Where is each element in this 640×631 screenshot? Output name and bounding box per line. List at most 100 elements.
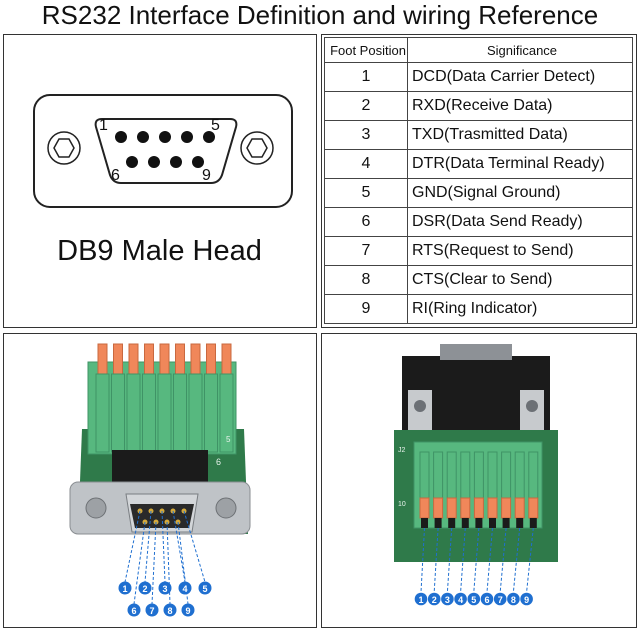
pin-number-badge: [118, 581, 132, 595]
terminal-slot: [95, 373, 110, 453]
pin-number-label: 5: [471, 595, 476, 605]
pin-leader-line: [183, 510, 206, 583]
pin-leader-line: [420, 527, 425, 593]
pin-label-6: 6: [111, 167, 120, 184]
right-mounting-screw: [240, 131, 274, 165]
pin-number-badge: [441, 592, 454, 606]
foot-position-cell: 3: [324, 120, 408, 150]
pin-leader-line: [172, 510, 186, 583]
pin-leader-line: [433, 527, 439, 593]
pin-number-badge: [507, 592, 520, 606]
pin-number-badge: [138, 581, 152, 595]
connector-body: [112, 450, 208, 486]
header-foot-position: Foot Position: [324, 37, 408, 63]
foot-position-cell: 8: [324, 265, 408, 295]
pin-number-label: 5: [202, 584, 207, 594]
pin-leader-line: [177, 521, 189, 605]
pin-number-badge: [480, 592, 494, 606]
pin-number-badge: [427, 592, 441, 606]
board-label-10: 10: [398, 501, 406, 508]
orange-lever: [528, 497, 539, 519]
pin-leader-line: [133, 521, 146, 605]
pin-number-label: 3: [445, 595, 450, 605]
pin-number-label: 8: [511, 595, 516, 605]
pin-number-label: 9: [185, 606, 190, 616]
pin-number-badge: [520, 592, 533, 606]
foot-position-cell: 9: [324, 294, 408, 324]
wire-opening: [502, 518, 510, 528]
wire-opening: [475, 518, 483, 528]
pin-number-badge: [163, 603, 177, 617]
pin-leader-line: [161, 510, 166, 583]
db9-pin: [192, 156, 204, 168]
orange-lever: [514, 497, 525, 519]
pin-number-label: 2: [142, 584, 147, 594]
db9-pin: [181, 131, 193, 143]
orange-lever: [487, 497, 498, 519]
board-label-6: 6: [216, 457, 221, 467]
orange-lever: [419, 497, 430, 519]
pin-label-5: 5: [211, 117, 220, 134]
pin-number-label: 6: [131, 606, 136, 616]
pin-leader-line: [124, 510, 141, 583]
page-title: RS232 Interface Definition and wiring Re…: [41, 0, 599, 30]
pin-number-label: 2: [432, 595, 437, 605]
pin-number-badge: [178, 581, 192, 595]
pin-number-badge: [493, 592, 507, 606]
db9-pin: [148, 156, 160, 168]
db9-pin: [137, 131, 149, 143]
orange-lever: [460, 497, 471, 519]
pin-leader-line: [473, 527, 480, 593]
significance-cell: DSR(Data Send Ready): [407, 207, 633, 237]
orange-lever: [144, 343, 154, 375]
pin-label-9: 9: [202, 167, 211, 184]
db9-diagram-panel: 1 5 6 9 DB9 Male Head: [3, 34, 317, 328]
orange-lever: [190, 343, 201, 375]
significance-cell: RTS(Request to Send): [407, 236, 633, 266]
orange-lever: [446, 497, 457, 519]
pin-leader-line: [460, 527, 466, 593]
pin-leader-line: [486, 527, 493, 593]
significance-cell: TXD(Trasmitted Data): [407, 120, 633, 150]
pin-number-label: 1: [418, 595, 423, 605]
wire-opening: [516, 518, 524, 528]
pin-number-badge: [127, 603, 141, 617]
wire-opening: [461, 518, 469, 528]
pin-leader-line: [166, 521, 171, 605]
connector-caption: DB9 Male Head: [57, 235, 262, 267]
table-header-row: Foot Position Significance: [324, 37, 633, 63]
pin-number-label: 4: [182, 584, 187, 594]
pin-leader-line: [446, 527, 453, 593]
pin-leader-line: [151, 521, 157, 605]
db9-pin: [159, 131, 171, 143]
pin-number-badge: [198, 581, 212, 595]
pin-number-label: 7: [498, 595, 503, 605]
orange-lever: [175, 343, 185, 375]
orange-lever: [113, 343, 123, 375]
pin-number-label: 8: [167, 606, 172, 616]
terminal-slot: [204, 373, 218, 453]
orange-lever: [97, 343, 108, 375]
orange-lever: [473, 497, 484, 519]
pin-insulator: [130, 504, 194, 528]
significance-cell: CTS(Clear to Send): [407, 265, 633, 295]
pin-number-label: 4: [458, 595, 463, 605]
significance-cell: DTR(Data Terminal Ready): [407, 149, 633, 179]
orange-lever: [433, 497, 444, 519]
pin-number-label: 3: [162, 584, 167, 594]
foot-position-cell: 1: [324, 62, 408, 92]
db9-pin: [203, 131, 215, 143]
right-screw-hole: [215, 497, 237, 519]
foot-position-cell: 5: [324, 178, 408, 208]
